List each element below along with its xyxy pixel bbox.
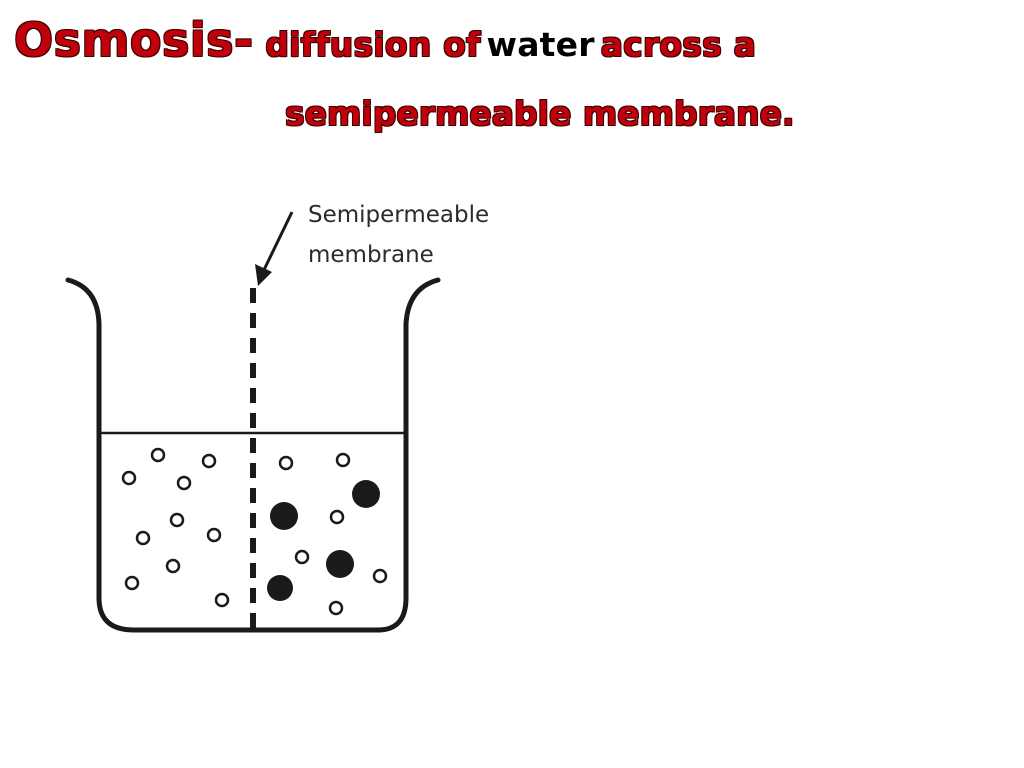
water-molecule [278, 455, 294, 471]
solute-molecule [352, 480, 380, 508]
water-molecule [294, 549, 310, 565]
left-compartment-molecules [121, 447, 230, 608]
title-highlight-water: water [486, 25, 595, 64]
water-molecule [150, 447, 166, 463]
membrane-label-line-1: Semipermeable [308, 202, 489, 228]
beaker-diagram-svg: Semipermeable membrane [65, 202, 489, 633]
water-molecule [214, 592, 230, 608]
water-molecule [335, 452, 351, 468]
title-part-1: diffusion of [265, 25, 481, 64]
water-molecule [135, 530, 151, 546]
water-molecule [169, 512, 185, 528]
water-molecule [121, 470, 137, 486]
water-molecule [176, 475, 192, 491]
osmosis-diagram: Semipermeable membrane [46, 178, 962, 656]
right-compartment-solute-molecules [267, 480, 380, 601]
right-compartment-water-molecules [278, 452, 388, 616]
solute-molecule [326, 550, 354, 578]
membrane-pointer-arrowhead [255, 264, 272, 286]
beaker-outline [65, 277, 441, 633]
water-molecule [124, 575, 140, 591]
membrane-pointer-arrow-shaft [260, 211, 294, 275]
water-molecule [372, 568, 388, 584]
solute-molecule [267, 575, 293, 601]
title-part-2: across a [600, 25, 757, 64]
title-term: Osmosis- [14, 13, 254, 67]
water-molecule [329, 509, 345, 525]
solute-molecule [270, 502, 298, 530]
title-line-2: semipermeable membrane. [285, 94, 795, 133]
water-molecule [201, 453, 217, 469]
water-molecule [206, 527, 222, 543]
membrane-label-line-2: membrane [308, 242, 434, 268]
water-molecule [165, 558, 181, 574]
water-molecule [328, 600, 344, 616]
